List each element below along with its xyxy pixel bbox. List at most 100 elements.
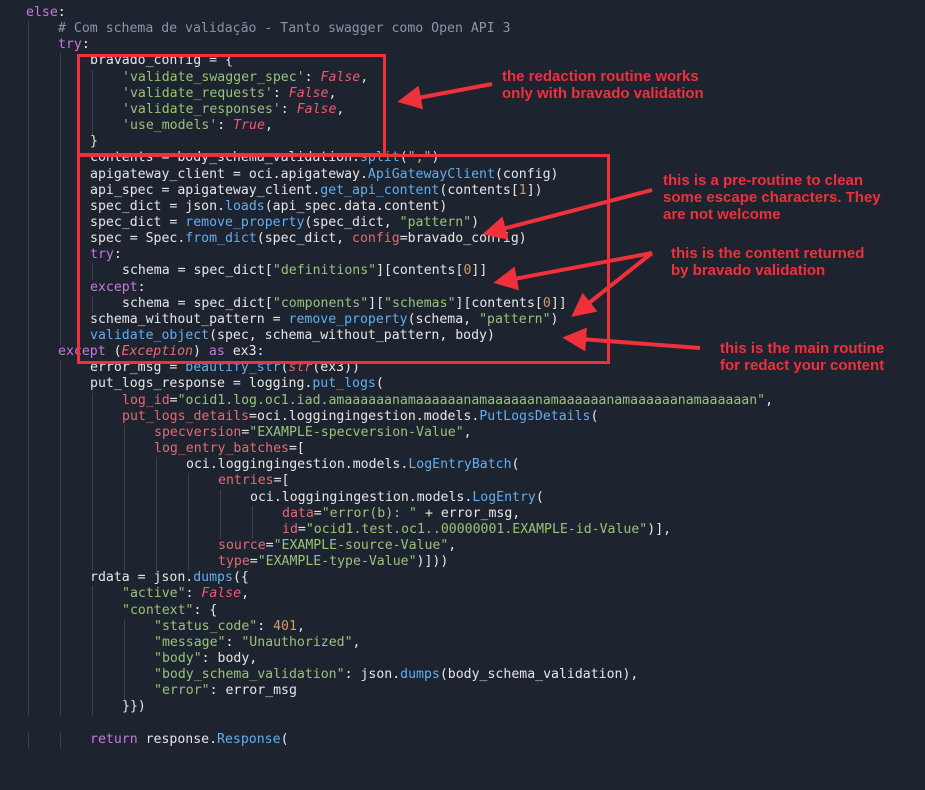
- code-token: (spec_dict,: [304, 214, 400, 230]
- code-token: )],: [647, 521, 672, 537]
- code-line[interactable]: spec_dict = remove_property(spec_dict, "…: [90, 215, 479, 231]
- code-token: "EXAMPLE-specversion-Value": [249, 424, 464, 440]
- code-line[interactable]: "status_code": 401,: [154, 619, 305, 635]
- code-line[interactable]: log_id="ocid1.log.oc1.iad.amaaaaaanamaaa…: [122, 393, 773, 409]
- code-line[interactable]: 'validate_responses': False,: [122, 102, 344, 118]
- code-token: oci.loggingingestion.models.: [186, 457, 409, 473]
- code-line[interactable]: put_logs_response = logging.put_logs(: [90, 376, 384, 392]
- code-token: "Unauthorized": [241, 634, 353, 650]
- code-line[interactable]: }: [90, 134, 98, 150]
- code-line[interactable]: schema = spec_dict["components"]["schema…: [122, 296, 567, 312]
- code-token: (config): [494, 166, 559, 182]
- code-line[interactable]: error_msg = beautify_str(str(ex3)): [90, 360, 360, 376]
- code-token: )])): [416, 554, 449, 570]
- code-token: ,: [765, 392, 774, 408]
- code-line[interactable]: validate_object(spec, schema_without_pat…: [90, 328, 495, 344]
- note-pre-line-2: some escape characters. They: [663, 189, 881, 206]
- code-token: ,: [463, 424, 472, 440]
- code-line[interactable]: id="ocid1.test.oc1..00000001.EXAMPLE-id-…: [282, 522, 671, 538]
- code-token: schema: [122, 295, 178, 311]
- indent-guide: [92, 85, 93, 103]
- indent-guide: [92, 667, 93, 685]
- indent-guide: [28, 618, 29, 636]
- code-token: (: [280, 731, 289, 747]
- code-token: (spec_dict,: [256, 231, 353, 247]
- code-token: error_msg: [90, 360, 170, 376]
- code-line[interactable]: entries=[: [218, 473, 289, 489]
- code-line[interactable]: specversion="EXAMPLE-specversion-Value",: [154, 425, 472, 441]
- code-line[interactable]: 'validate_swagger_spec': False,: [122, 70, 368, 86]
- code-token: put_logs: [312, 376, 376, 392]
- code-line[interactable]: }}): [122, 699, 146, 715]
- code-token: apigateway_client: [90, 166, 233, 182]
- code-line[interactable]: 'use_models': True,: [122, 118, 273, 134]
- code-line[interactable]: data="error(b): " + error_msg,: [282, 506, 520, 522]
- indent-guide: [92, 537, 93, 555]
- code-token: ({: [232, 570, 249, 586]
- code-line[interactable]: "active": False,: [122, 586, 249, 602]
- code-token: rdata: [90, 570, 138, 586]
- code-token: 'validate_requests': [122, 85, 273, 101]
- code-token: except: [58, 344, 114, 360]
- code-line[interactable]: log_entry_batches=[: [154, 441, 305, 457]
- code-token: str: [288, 360, 313, 376]
- indent-guide: [92, 699, 93, 717]
- indent-guide: [28, 457, 29, 475]
- code-line[interactable]: "body": body,: [154, 651, 257, 667]
- indent-guide: [92, 602, 93, 620]
- indent-guide: [188, 473, 189, 491]
- indent-guide: [28, 634, 29, 652]
- code-line[interactable]: 'validate_requests': False,: [122, 86, 336, 102]
- code-line[interactable]: else:: [26, 5, 66, 21]
- code-token: True: [233, 118, 265, 134]
- indent-guide: [220, 521, 221, 539]
- code-line[interactable]: apigateway_client = oci.apigateway.ApiGa…: [90, 167, 558, 183]
- code-line[interactable]: except:: [90, 280, 146, 296]
- code-token: as: [208, 344, 233, 360]
- code-token: id: [282, 521, 298, 537]
- code-token: ,: [448, 537, 457, 553]
- code-token: "definitions": [272, 263, 377, 279]
- code-line[interactable]: except (Exception) as ex3:: [58, 344, 264, 360]
- code-line[interactable]: "error": error_msg: [154, 683, 297, 699]
- code-token: (: [590, 408, 599, 424]
- code-token: ]): [526, 182, 543, 198]
- code-line[interactable]: spec_dict = json.loads(api_spec.data.con…: [90, 199, 447, 215]
- note-content-line-2: by bravado validation: [671, 262, 826, 279]
- code-line[interactable]: try:: [58, 37, 90, 53]
- indent-guide: [124, 618, 125, 636]
- code-token: "body_schema_validation": [154, 667, 345, 683]
- indent-guide: [124, 683, 125, 701]
- code-line[interactable]: "message": "Unauthorized",: [154, 635, 360, 651]
- code-token: = {: [209, 53, 233, 69]
- code-token: api_spec: [90, 182, 162, 198]
- code-line[interactable]: oci.loggingingestion.models.LogEntryBatc…: [186, 457, 519, 473]
- code-line[interactable]: schema_without_pattern = remove_property…: [90, 312, 559, 328]
- code-token: :: [304, 69, 321, 85]
- code-line[interactable]: oci.loggingingestion.models.LogEntry(: [250, 490, 544, 506]
- indent-guide: [60, 182, 61, 200]
- code-token: =: [169, 392, 178, 408]
- code-line[interactable]: try:: [90, 247, 122, 263]
- code-line[interactable]: return response.Response(: [90, 732, 289, 748]
- indent-guide: [124, 473, 125, 491]
- code-line[interactable]: rdata = json.dumps({: [90, 570, 249, 586]
- code-line[interactable]: "body_schema_validation": json.dumps(bod…: [154, 667, 638, 683]
- code-line[interactable]: api_spec = apigateway_client.get_api_con…: [90, 183, 543, 199]
- code-line[interactable]: source="EXAMPLE-source-Value",: [218, 538, 456, 554]
- note-pre-line-3: are not welcome: [663, 206, 781, 223]
- indent-guide: [60, 247, 61, 265]
- code-line[interactable]: schema = spec_dict["definitions"][conten…: [122, 263, 487, 279]
- indent-guide: [28, 521, 29, 539]
- code-token: }: [90, 134, 98, 150]
- code-line[interactable]: "context": {: [122, 603, 217, 619]
- code-line[interactable]: type="EXAMPLE-type-Value")])): [218, 554, 448, 570]
- code-token: schema: [122, 263, 178, 279]
- indent-guide: [188, 537, 189, 555]
- code-line[interactable]: bravado_config = {: [90, 53, 233, 69]
- indent-guide: [92, 489, 93, 507]
- code-line[interactable]: put_logs_details=oci.loggingingestion.mo…: [122, 409, 598, 425]
- code-line[interactable]: # Com schema de validação - Tanto swagge…: [58, 21, 511, 37]
- indent-guide: [28, 37, 29, 55]
